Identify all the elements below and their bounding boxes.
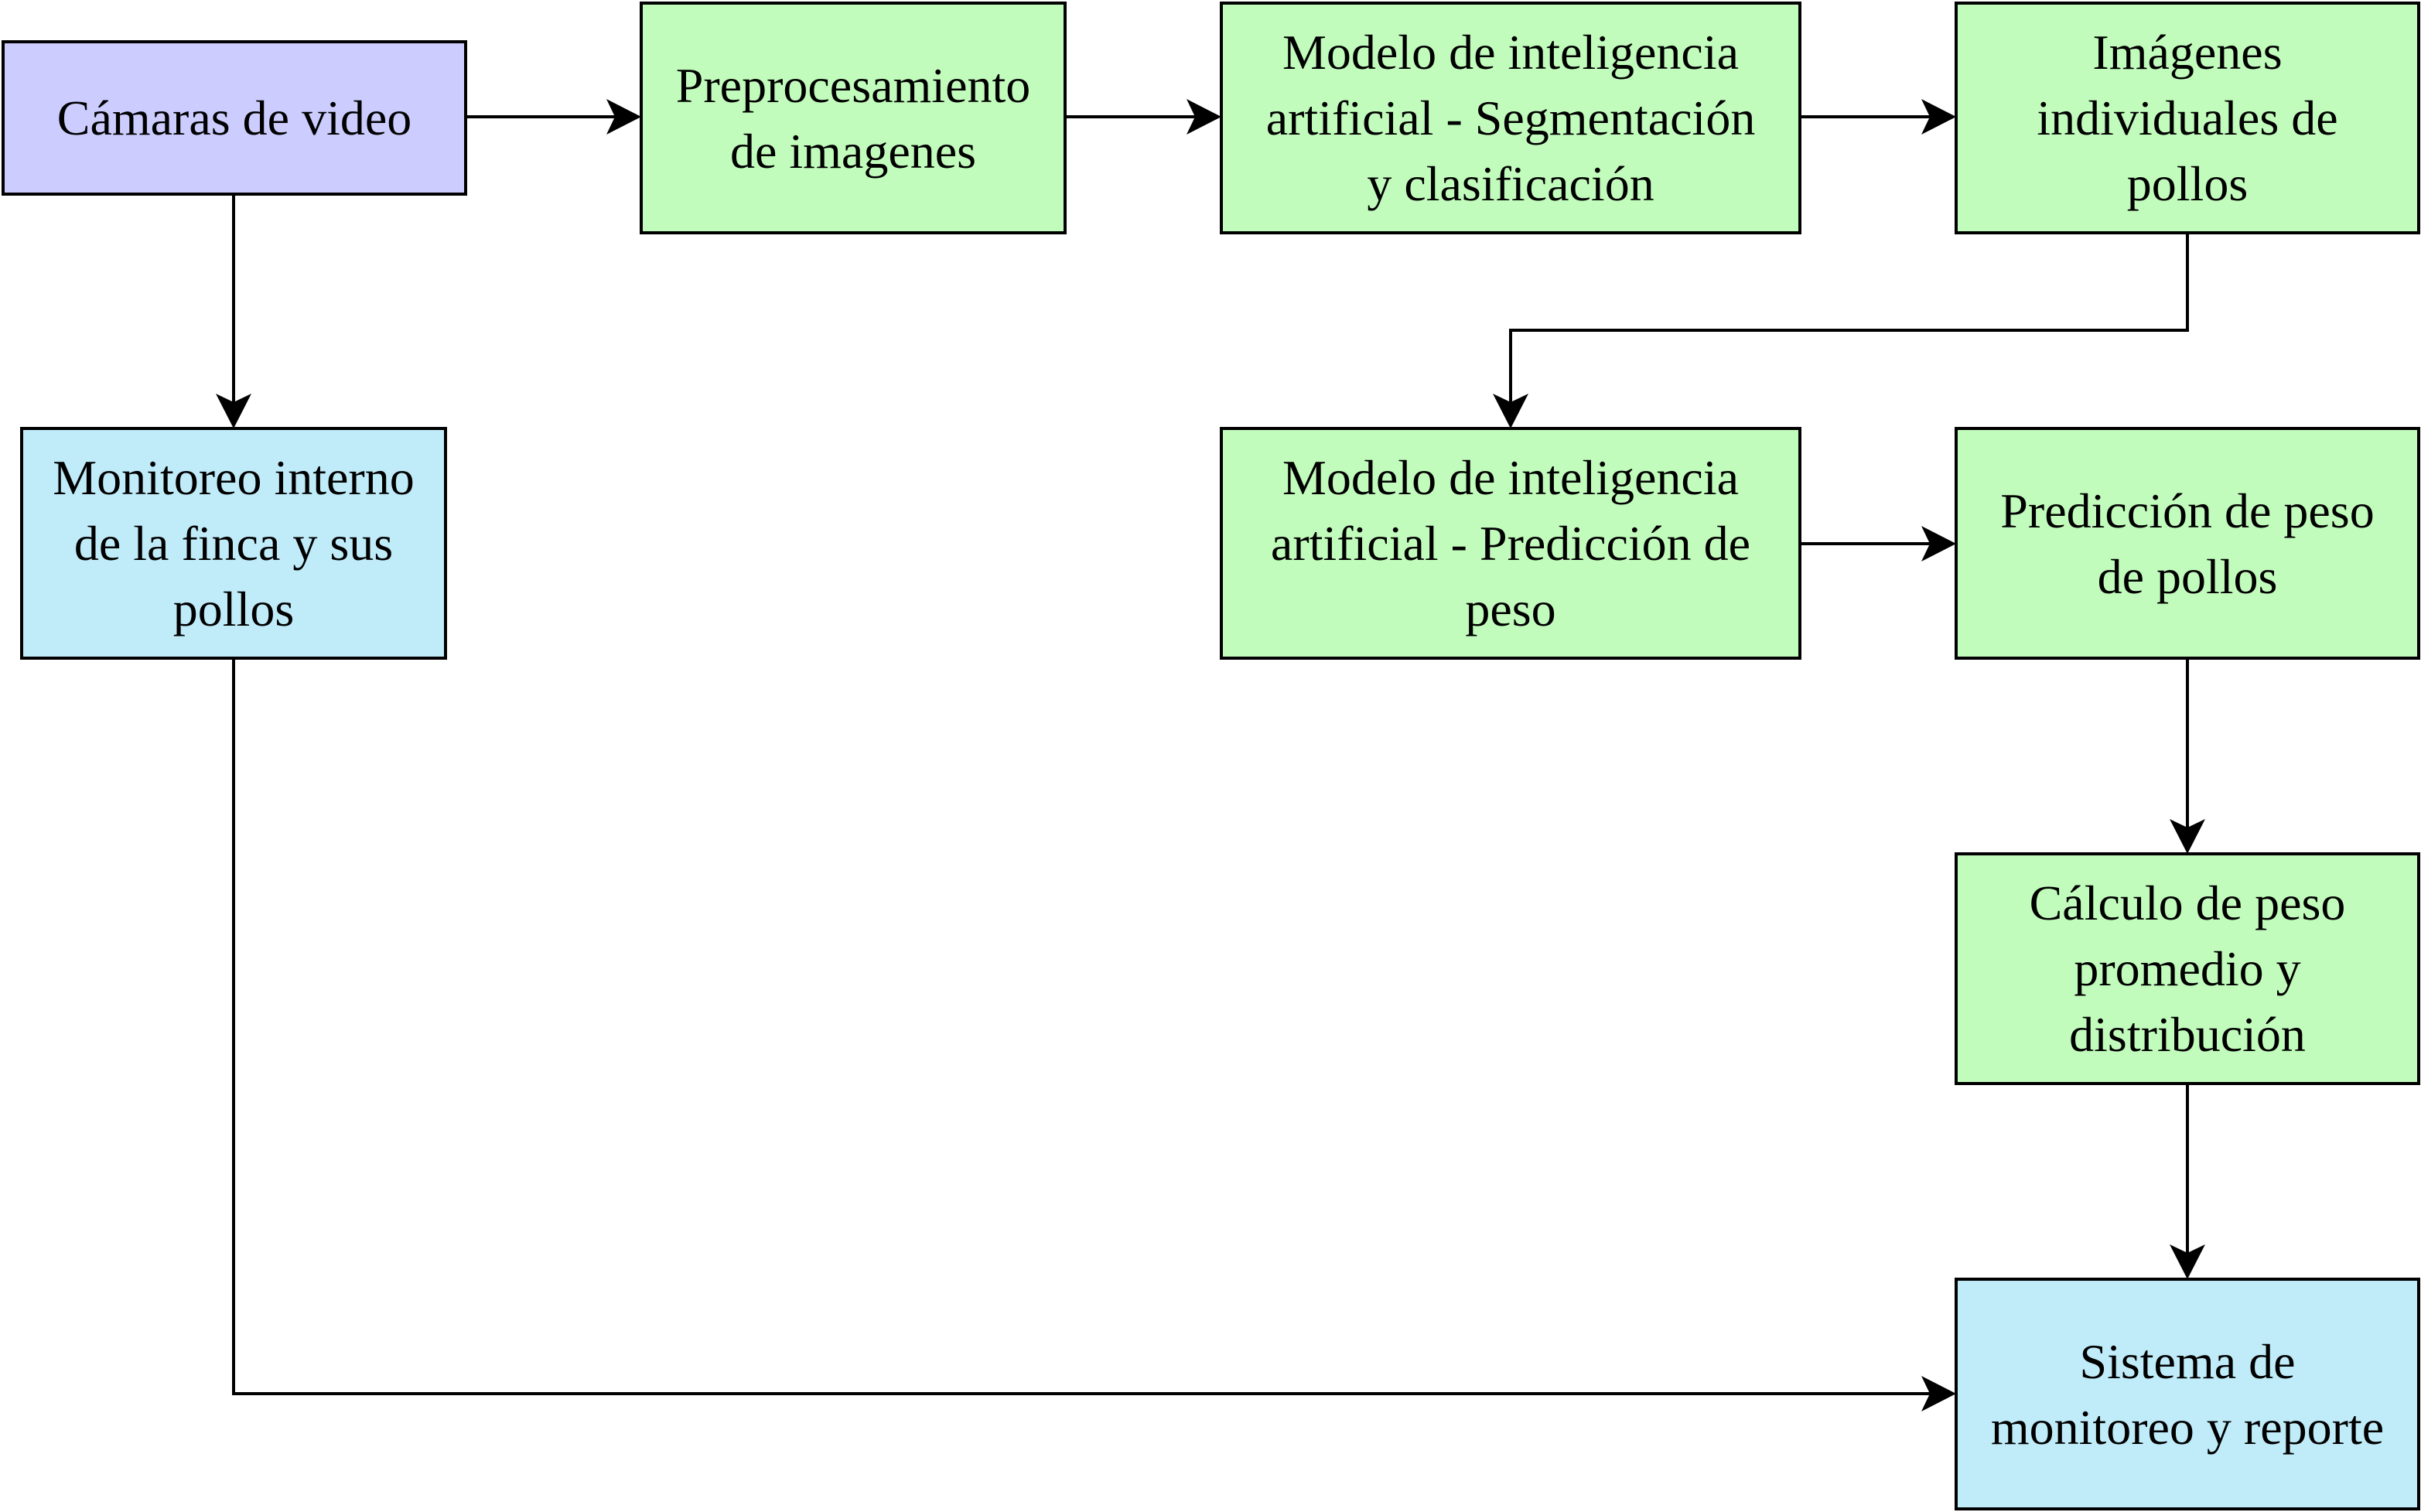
node-label: Cálculo de peso promedio y distribución bbox=[2029, 875, 2346, 1062]
arrowhead-icon bbox=[2170, 1244, 2205, 1279]
arrowhead-icon bbox=[606, 99, 641, 135]
node-monitoreo-interno: Monitoreo interno de la finca y sus poll… bbox=[20, 427, 447, 660]
arrowhead-icon bbox=[216, 394, 251, 428]
arrowhead-icon bbox=[1921, 1376, 1956, 1411]
node-label: Imágenes individuales de pollos bbox=[2037, 25, 2338, 211]
arrowhead-icon bbox=[1921, 526, 1956, 561]
node-camaras-de-video: Cámaras de video bbox=[2, 40, 467, 196]
node-label: Monitoreo interno de la finca y sus poll… bbox=[53, 450, 415, 637]
node-label: Modelo de inteligencia artificial - Segm… bbox=[1265, 25, 1756, 211]
node-label: Modelo de inteligencia artificial - Pred… bbox=[1270, 450, 1751, 637]
node-calculo-de-peso: Cálculo de peso promedio y distribución bbox=[1955, 852, 2420, 1085]
node-label: Predicción de peso de pollos bbox=[2000, 483, 2375, 604]
node-imagenes-individuales: Imágenes individuales de pollos bbox=[1955, 2, 2420, 234]
edge-imagenes-modelo-prediccion bbox=[1509, 234, 2189, 412]
node-prediccion-de-peso: Predicción de peso de pollos bbox=[1955, 427, 2420, 660]
node-modelo-segmentacion: Modelo de inteligencia artificial - Segm… bbox=[1220, 2, 1801, 234]
edge-monitoreo-sistema bbox=[232, 660, 1940, 1395]
node-label: Sistema de monitoreo y reporte bbox=[1990, 1333, 2385, 1455]
node-label: Cámaras de video bbox=[56, 90, 412, 145]
node-sistema-de-monitoreo: Sistema de monitoreo y reporte bbox=[1955, 1278, 2420, 1510]
node-preprocesamiento: Preprocesamiento de imagenes bbox=[640, 2, 1067, 234]
node-label: Preprocesamiento de imagenes bbox=[675, 57, 1031, 179]
arrowhead-icon bbox=[2170, 819, 2205, 854]
arrowhead-icon bbox=[1921, 99, 1956, 135]
arrowhead-icon bbox=[1493, 394, 1528, 428]
arrowhead-icon bbox=[1187, 99, 1221, 135]
node-modelo-prediccion: Modelo de inteligencia artificial - Pred… bbox=[1220, 427, 1801, 660]
